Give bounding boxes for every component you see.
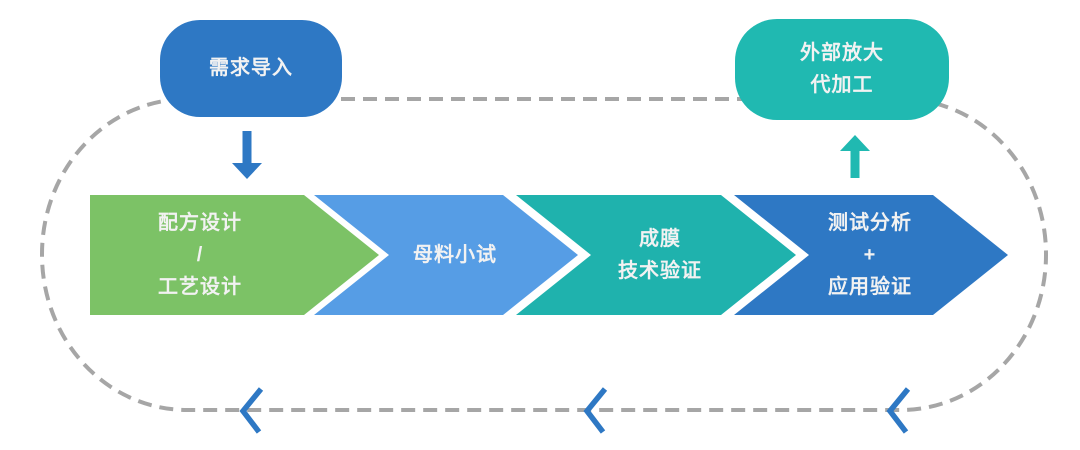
step4-line1: 测试分析 [828, 212, 912, 234]
step3-line2: 技术验证 [618, 260, 702, 282]
loop-left-arrowhead-icon-2 [583, 387, 608, 434]
step-chevron-formula-design [90, 195, 379, 315]
step1-line3: 工艺设计 [158, 276, 242, 298]
step2-line1: 母料小试 [413, 244, 497, 266]
step-label-test-analysis: 测试分析 + 应用验证 [765, 207, 975, 303]
step-chevron-film-verification [516, 195, 796, 315]
external-processing-label-line1: 外部放大 [800, 42, 884, 64]
step4-line3: 应用验证 [828, 276, 912, 298]
external-processing-node [735, 19, 949, 120]
step-chevron-masterbatch-trial [314, 195, 578, 315]
loop-left-arrowhead-icon-3 [886, 387, 911, 434]
external-processing-label: 外部放大 代加工 [742, 37, 942, 101]
step-label-film-verification: 成膜 技术验证 [555, 223, 765, 287]
down-arrow-icon [232, 131, 262, 179]
feedback-loop-dashed-border [40, 97, 1048, 412]
step1-line2: / [196, 244, 204, 266]
external-processing-label-line2: 代加工 [810, 74, 874, 96]
step-label-formula-design: 配方设计 / 工艺设计 [95, 207, 305, 303]
step3-line1: 成膜 [639, 228, 681, 250]
step1-line1: 配方设计 [158, 212, 242, 234]
demand-import-label-text: 需求导入 [209, 57, 293, 79]
demand-import-label: 需求导入 [160, 52, 342, 84]
step4-line2: + [863, 244, 877, 266]
step-chevron-test-analysis [734, 195, 1008, 315]
step-label-masterbatch-trial: 母料小试 [350, 239, 560, 271]
up-arrow-icon [840, 135, 870, 178]
demand-import-node [160, 20, 342, 117]
loop-left-arrowhead-icon-1 [239, 387, 264, 434]
